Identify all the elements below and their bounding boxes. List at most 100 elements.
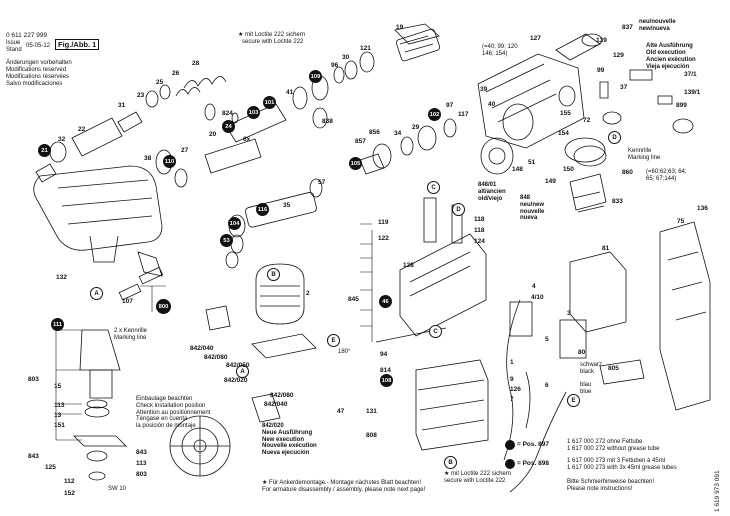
callout-128: 128 bbox=[403, 262, 414, 269]
callout-51: 51 bbox=[528, 159, 536, 166]
callout-800: 800 bbox=[156, 299, 171, 314]
callout-23: 23 bbox=[137, 92, 145, 99]
pos-898-label: = Pos. 898 bbox=[517, 460, 549, 467]
callout-72: 72 bbox=[583, 117, 591, 124]
note-sw: SW 10 bbox=[108, 486, 127, 492]
legend-old-3: Ancien exécution bbox=[646, 57, 696, 63]
callout-803-left: 803 bbox=[28, 376, 39, 383]
legend-old-2: Old execution bbox=[646, 50, 686, 56]
marker-e: E bbox=[327, 334, 340, 347]
callout-117: 117 bbox=[458, 111, 469, 118]
callout-814: 814 bbox=[380, 367, 391, 374]
part-number: 0 611 227 999 bbox=[6, 32, 48, 39]
note-old-848: 848/01 alt/ancien old/viejo bbox=[478, 182, 506, 202]
callout-151: 151 bbox=[54, 422, 65, 429]
callout-47: 47 bbox=[337, 408, 345, 415]
callout-113-left: 113 bbox=[54, 402, 65, 409]
note-angle: 180° bbox=[338, 349, 351, 355]
issue-label: Issue bbox=[6, 40, 21, 46]
callout-860: 860 bbox=[622, 169, 633, 176]
callout-38: 38 bbox=[144, 155, 152, 162]
callout-3: 3 bbox=[567, 310, 571, 317]
marker-b-top: B bbox=[267, 268, 280, 281]
legend-old-1: Alte Ausführung bbox=[646, 43, 693, 49]
modifications-es: Salvo modificaciones bbox=[6, 81, 63, 87]
callout-111: 111 bbox=[51, 318, 64, 331]
document-number: 1 619 973 091 bbox=[714, 470, 721, 512]
callout-838: 838 bbox=[322, 118, 333, 125]
callout-843-fan: 843 bbox=[136, 449, 147, 456]
callout-2: 2 bbox=[306, 290, 310, 297]
legend-new-1: neu/nouvelle bbox=[639, 19, 676, 25]
stand-label: Stand bbox=[6, 47, 22, 53]
note-kennrille-right: Kennrille Marking line bbox=[628, 148, 661, 161]
callout-96: 96 bbox=[331, 62, 339, 69]
callout-103: 103 bbox=[247, 106, 260, 119]
callout-75: 75 bbox=[677, 218, 685, 225]
callout-122: 122 bbox=[378, 235, 389, 242]
callout-127: 127 bbox=[530, 35, 541, 42]
callout-1: 1 bbox=[510, 359, 514, 366]
loctite-note-en: secure with Loctite 222 bbox=[242, 39, 304, 45]
callout-15: 15 bbox=[54, 383, 62, 390]
callout-57: 57 bbox=[318, 179, 326, 186]
callout-842-080b: 842/080 bbox=[270, 392, 294, 399]
pos-898-dot bbox=[505, 459, 515, 469]
callout-6x: 6x bbox=[243, 136, 251, 143]
pos-897-label: = Pos. 897 bbox=[517, 441, 549, 448]
callout-97: 97 bbox=[446, 102, 454, 109]
callout-25: 25 bbox=[156, 79, 164, 86]
callout-119: 119 bbox=[378, 219, 389, 226]
callout-131: 131 bbox=[366, 408, 377, 415]
callout-5: 5 bbox=[545, 336, 549, 343]
callout-80: 80 bbox=[578, 349, 586, 356]
note-install-position: Einbaulage beachten Check installation p… bbox=[136, 396, 211, 430]
callout-104: 104 bbox=[228, 217, 241, 230]
callout-856: 856 bbox=[369, 129, 380, 136]
note-loctite-bottom: ★ mit Loctite 222 sichern secure with Lo… bbox=[444, 471, 512, 484]
figure-label: Fig./Abb. 1 bbox=[55, 39, 100, 50]
marker-b-bottom: B bbox=[444, 456, 457, 469]
callout-99: 99 bbox=[597, 67, 605, 74]
callout-150: 150 bbox=[563, 166, 574, 173]
note-new-848: 848 neu/new nouvelle nueva bbox=[520, 195, 545, 222]
note-bracket-40: (=40; 99; 120 146; 154) bbox=[482, 44, 518, 57]
callout-808: 808 bbox=[366, 432, 377, 439]
marker-c-bottom: C bbox=[429, 325, 442, 338]
callout-149: 149 bbox=[545, 178, 556, 185]
issue-date: 05-05-12 bbox=[26, 43, 51, 49]
callout-148: 148 bbox=[512, 166, 523, 173]
callout-31: 31 bbox=[118, 102, 126, 109]
note-kennrille-left: 2 x Kennrille Marking line bbox=[114, 328, 148, 341]
lubrication-note: Bitte Schmierhinweise beachten! Please n… bbox=[567, 479, 655, 492]
callout-27: 27 bbox=[181, 147, 189, 154]
callout-899: 899 bbox=[676, 102, 687, 109]
callout-22: 22 bbox=[78, 126, 86, 133]
callout-118b: 118 bbox=[474, 227, 485, 234]
callout-845: 845 bbox=[348, 296, 359, 303]
callout-7: 7 bbox=[510, 396, 514, 403]
callout-139: 139 bbox=[596, 37, 607, 44]
callout-132: 132 bbox=[56, 274, 67, 281]
callout-53: 53 bbox=[220, 234, 233, 247]
callout-41: 41 bbox=[286, 89, 294, 96]
callout-155: 155 bbox=[560, 110, 571, 117]
callout-19: 19 bbox=[396, 24, 404, 31]
callout-857: 857 bbox=[355, 138, 366, 145]
callout-35: 35 bbox=[283, 202, 291, 209]
callout-109: 109 bbox=[309, 70, 322, 83]
callout-108: 108 bbox=[380, 374, 393, 387]
callout-824: 824 bbox=[222, 110, 233, 117]
modifications-de: Änderungen vorbehalten bbox=[6, 60, 72, 66]
modifications-en: Modifications reserved bbox=[6, 67, 67, 73]
callout-121: 121 bbox=[360, 45, 371, 52]
callout-28: 28 bbox=[192, 60, 200, 67]
callout-837: 837 bbox=[622, 24, 633, 31]
note-bracket-860: (=60;62;63; 64; 65; 67;144) bbox=[646, 169, 687, 182]
modifications-fr: Modifications réservées bbox=[6, 74, 70, 80]
callout-4: 4 bbox=[532, 283, 536, 290]
legend-old-4: Vieja ejecución bbox=[646, 64, 690, 70]
callout-152: 152 bbox=[64, 490, 75, 497]
callout-842-040b: 842/040 bbox=[264, 401, 288, 408]
